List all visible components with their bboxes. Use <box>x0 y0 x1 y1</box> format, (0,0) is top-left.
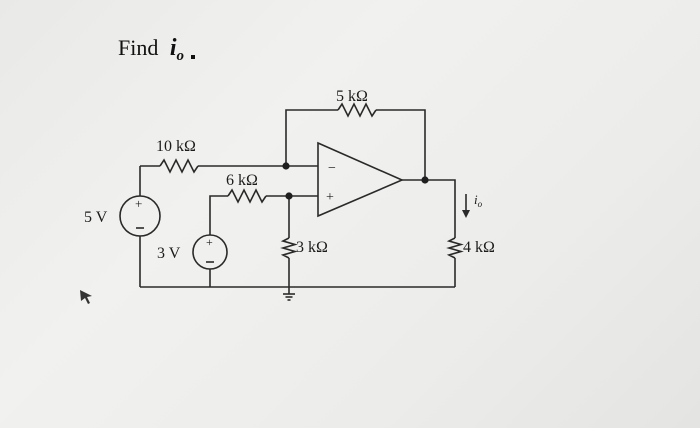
op-amp-plus-sign: + <box>326 190 334 205</box>
label-5k: 5 kΩ <box>336 88 368 105</box>
junction-dots <box>282 162 429 200</box>
ground-icon <box>283 287 295 301</box>
op-amp-icon: − + <box>317 141 405 218</box>
voltage-source-3v-icon: + <box>192 234 228 270</box>
problem-title: Find io <box>118 35 184 64</box>
label-4k: 4 kΩ <box>463 239 495 256</box>
label-6k: 6 kΩ <box>226 172 258 189</box>
voltage-source-5v-icon: + <box>119 195 161 237</box>
resistor-3k-icon <box>280 237 298 259</box>
problem-variable: i <box>170 35 177 61</box>
label-current: io <box>474 192 483 209</box>
resistor-4k-icon <box>446 237 464 259</box>
label-3v: 3 V <box>157 245 181 262</box>
cursor-icon <box>80 290 92 304</box>
svg-text:+: + <box>206 235 213 249</box>
resistor-6k-icon <box>227 188 267 204</box>
label-3k: 3 kΩ <box>296 239 328 256</box>
svg-text:+: + <box>135 196 142 211</box>
title-period <box>191 55 195 59</box>
label-10k: 10 kΩ <box>156 138 196 155</box>
resistor-10k-icon <box>159 158 199 174</box>
problem-prompt: Find <box>118 35 158 60</box>
label-5v: 5 V <box>84 209 108 226</box>
op-amp-minus-sign: − <box>328 161 336 176</box>
resistor-5k-icon <box>337 102 377 118</box>
circuit-wires <box>139 109 456 288</box>
current-arrow-icon <box>462 194 470 218</box>
problem-variable-subscript: o <box>177 48 185 64</box>
